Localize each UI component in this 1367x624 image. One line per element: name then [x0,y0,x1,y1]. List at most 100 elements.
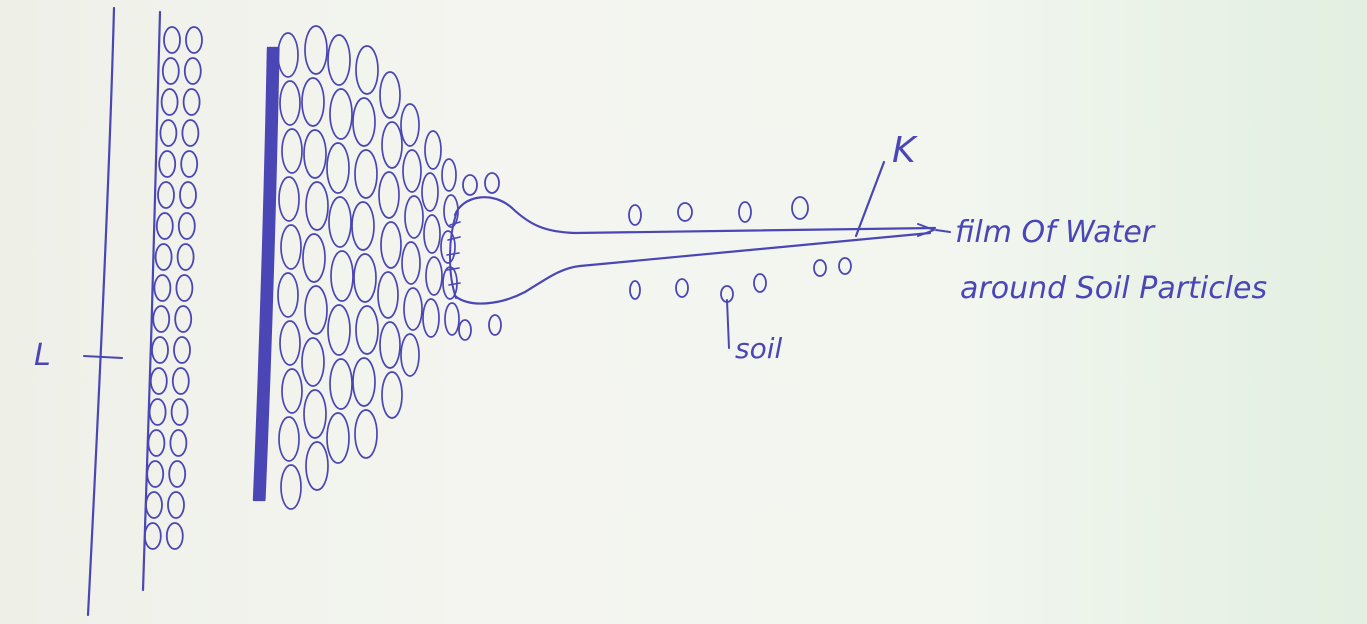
cortex-cell [400,333,420,377]
cortex-cell [277,272,299,318]
cortex-cell [425,256,443,296]
epidermis-cell [181,119,200,147]
cortex-cell [279,80,301,126]
cortex-cell [403,287,423,331]
epidermis-cell [143,522,162,550]
epidermis-cell [179,181,197,209]
root-hair-upper-outline [453,196,937,235]
shaded-wall-stroke [259,46,276,502]
epidermis-cell [151,336,169,364]
cortex-cell [304,25,328,75]
cortex-cell [441,158,457,192]
cortex-cell [281,368,303,414]
cortex-cell [305,441,329,491]
root-hair-lower-outline [453,231,932,305]
cortex-cell [379,321,401,369]
root-hair-base [449,213,457,299]
cortex-cell-mass [277,25,460,510]
soil-particles [458,172,852,341]
label-K: K [892,130,918,171]
soil-particle [629,280,641,300]
shaded-wall-stroke [263,46,280,502]
label-L-pointer [83,355,123,359]
epidermis-cell [167,491,185,519]
label-film-of-water-line1: film Of Water [955,215,1156,250]
epidermis-cell [173,336,191,364]
cortex-cell [444,302,460,336]
shaded-wall-stroke [258,46,275,502]
shaded-wall-stroke [261,46,279,502]
epidermis-cell [147,429,166,457]
cortex-cell [351,201,375,251]
cortex-cell [378,171,400,219]
epidermis-cell [185,26,203,54]
cortex-cell [280,224,302,270]
epidermis-cell [180,150,199,178]
epidermis-cell [177,212,196,240]
soil-particle [458,319,472,341]
shaded-wall-stroke [255,46,272,502]
cortex-cell [278,176,300,222]
cortex-cell [381,371,403,419]
soil-particle [488,314,502,336]
cortex-cell [423,214,441,254]
cortex-cell [329,88,353,140]
cortex-cell [379,71,401,119]
label-K-pointer [854,160,886,238]
epidermis-cell [145,491,163,519]
label-soil-pointer [726,299,730,349]
soil-particle [628,204,642,226]
root-hair-base-hatch [446,221,461,286]
epidermis-cell [157,181,175,209]
epidermis-cell [160,88,179,116]
cortex-cell [303,129,327,179]
soil-particle [813,259,827,277]
shaded-wall-stroke [254,46,271,502]
soil-particle [677,202,693,222]
soil-particle [791,196,809,220]
epidermis-cell [175,274,194,302]
epidermis-cell [168,460,187,488]
cortex-cell [377,271,399,319]
label-L: L [34,338,51,373]
cortex-cell [421,172,439,212]
epidermis-cell [165,522,184,550]
cortex-cell [330,250,354,302]
epidermis-cell [161,57,180,85]
cortex-cell [422,298,440,338]
cortex-cell [440,230,456,264]
cortex-cell [279,320,301,366]
cortex-cell [354,409,378,459]
epidermis-cell [149,367,168,395]
shaded-wall-stroke [256,46,274,502]
cortex-cell [352,357,376,407]
epidermis-cell [158,150,177,178]
root-hair [446,196,937,305]
cortex-cell [327,34,351,86]
epidermis-cell [174,305,193,333]
cortex-cell [277,32,299,78]
epidermis-cell [154,243,173,271]
cortex-cell [278,416,300,462]
shaded-cell-wall [252,46,280,502]
pointer-arrow [917,223,935,237]
epidermis-cell [148,398,167,426]
cortex-cell [304,285,328,335]
epidermis-cell [171,367,190,395]
cortex-cell [328,196,352,248]
cortex-cell [326,412,350,464]
cortex-cell [404,195,424,239]
shaded-wall-stroke [260,46,277,502]
epidermis-cell [183,57,202,85]
cortex-cell [281,128,303,174]
soil-particle [738,201,752,223]
cortex-cell [354,149,378,199]
cortex-cell [380,221,402,269]
cortex-cell [326,142,350,194]
cortex-cell [352,97,376,147]
epidermis-cell [170,398,189,426]
cortex-cell [355,305,379,355]
cortex-cell [303,389,327,439]
cortex-cell [355,45,379,95]
